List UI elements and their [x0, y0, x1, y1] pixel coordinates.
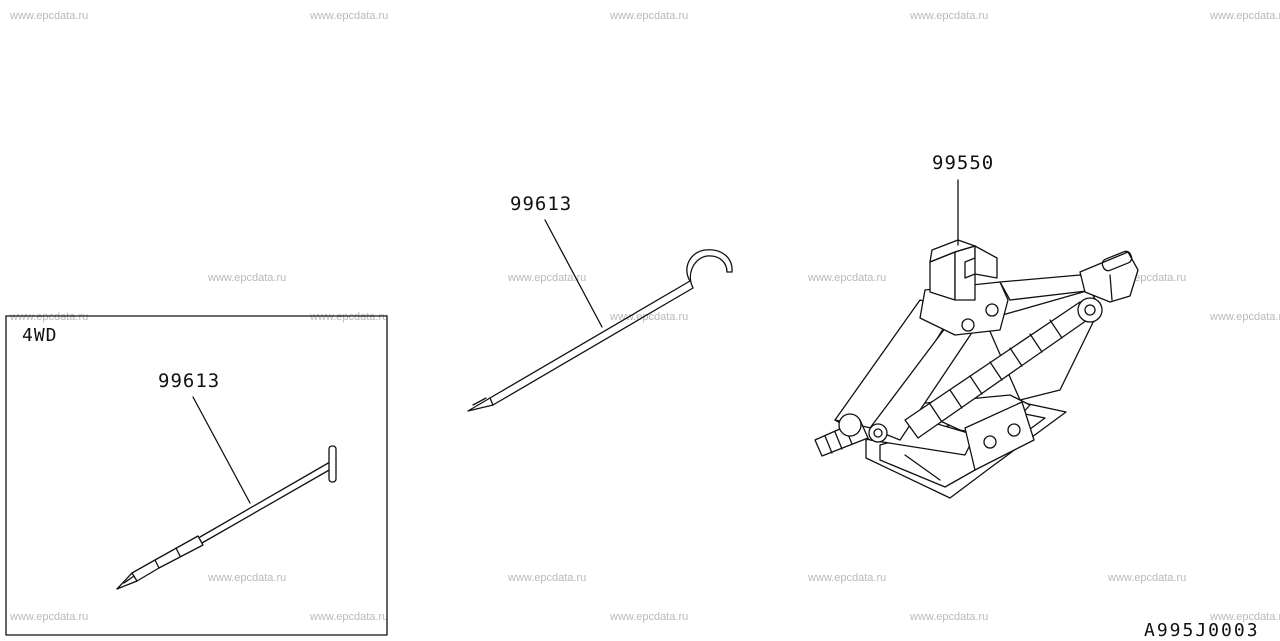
jack-saddle [929, 239, 998, 301]
leader-line [544, 219, 603, 328]
part-number-jack[interactable]: 99550 [932, 152, 995, 174]
part-number-inset-rod[interactable]: 99613 [158, 370, 221, 392]
inset-label: 4WD [22, 325, 58, 346]
t-handle-rod-drawing [116, 396, 337, 590]
hook-handle-rod-drawing [467, 219, 733, 412]
scissor-jack-drawing [814, 179, 1139, 499]
leader-line [192, 396, 251, 504]
jack-end-block [1079, 250, 1139, 303]
drawing-reference: A995J0003 [1144, 620, 1260, 641]
inset-frame [5, 315, 388, 636]
part-number-handle-rod[interactable]: 99613 [510, 193, 573, 215]
